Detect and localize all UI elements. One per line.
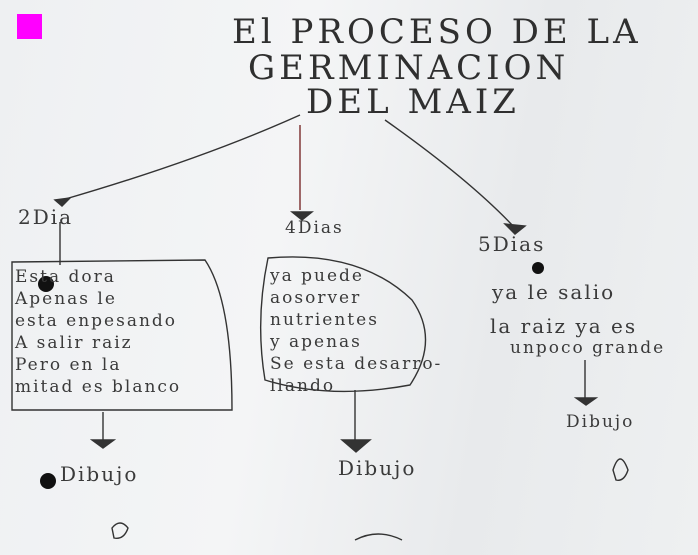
connector-to-5dias [384, 119, 516, 229]
arrowhead-box1 [89, 439, 117, 449]
arrowhead-5dias-drawing [573, 397, 599, 406]
stage-2-text: ya puede aosorver nutrientes y apenas Se… [270, 265, 442, 397]
connector-to-2dia [61, 114, 301, 201]
box-4dias-outline [259, 256, 427, 393]
stage-2-line: aosorver [270, 288, 362, 308]
stage-1-line: mitad es blanco [15, 377, 182, 397]
stage-2-drawing-label: Dibujo [338, 456, 417, 480]
stage-2-day: 4Dias [285, 218, 344, 238]
title-line-3: DEL MAIZ [306, 82, 520, 122]
dot-stage-1 [38, 276, 54, 292]
title-line-2: GERMINACION [248, 48, 570, 88]
stage-1-day: 2Dia [18, 205, 74, 229]
box-2dia-outline [11, 259, 233, 411]
seed-drawing-1 [111, 522, 129, 539]
stage-3-day: 5Dias [478, 232, 546, 256]
stage-2-line: llando [270, 376, 336, 396]
seed-drawing-3 [612, 458, 629, 481]
stage-3-drawing-label: Dibujo [566, 412, 635, 432]
arrowhead-5dias [503, 223, 527, 235]
stage-1-line: Pero en la [15, 355, 122, 375]
stage-1-line: Apenas le [15, 289, 117, 309]
stage-2-line: ya puede [270, 266, 364, 286]
stage-1-line: Esta dora [15, 267, 116, 287]
arrowhead-2dia [53, 197, 72, 207]
arrowhead-4dias [290, 211, 314, 221]
arrowhead-box2 [340, 439, 372, 453]
stage-1-drawing-label: Dibujo [60, 462, 139, 486]
stage-3-line-2: la raiz ya es [490, 314, 638, 338]
stage-1-line: esta enpesando [15, 311, 178, 331]
title-line-1: El PROCESO DE LA [232, 12, 642, 52]
stage-1-line: A salir raiz [15, 333, 133, 353]
stage-2-line: y apenas [270, 332, 362, 352]
stage-2-line: nutrientes [270, 310, 379, 330]
stage-2-line: Se esta desarro- [270, 354, 443, 374]
seed-drawing-2 [354, 533, 403, 541]
dot-stage-3 [532, 262, 544, 274]
stage-3-line-1: ya le salio [492, 280, 616, 304]
dot-stage-1-drawing [40, 473, 56, 489]
magenta-marker [17, 14, 42, 39]
stage-3-line-3: unpoco grande [510, 338, 666, 358]
stage-1-text: Esta dora Apenas le esta enpesando A sal… [15, 266, 181, 398]
